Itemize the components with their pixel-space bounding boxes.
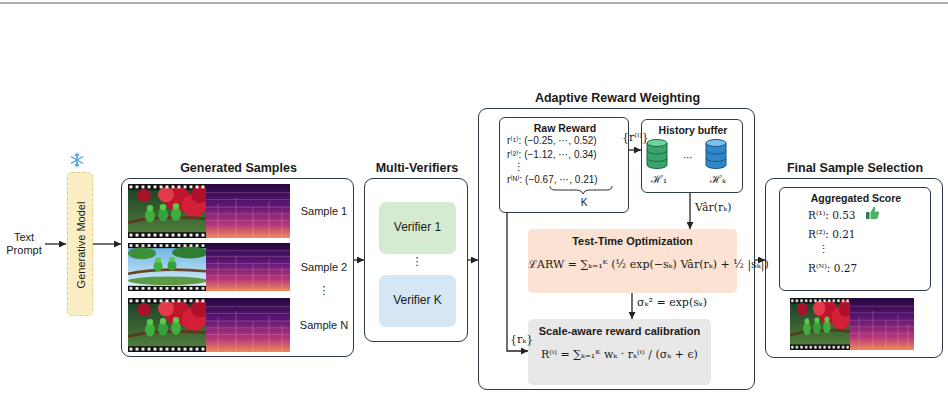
reward-vector: r⁽¹⁾: (−0.25, ⋯, 0.52)	[507, 135, 597, 147]
panel-title: History buffer	[642, 124, 744, 136]
flow-arrow	[354, 259, 364, 260]
audio-spectrogram	[850, 298, 914, 350]
flow-arrow	[755, 259, 765, 260]
prompt-arrow	[45, 243, 66, 244]
flow-arrow	[629, 149, 641, 150]
group-title: Generated Samples	[122, 161, 355, 175]
score-value: R⁽¹⁾: 0.53	[808, 209, 856, 221]
node-title: Verifier 1	[379, 221, 456, 235]
ellipsis: ⋮	[293, 284, 355, 297]
node-title: Verifier K	[379, 294, 456, 308]
model-box: Generative Model	[67, 172, 93, 316]
flow-arrow	[689, 193, 690, 229]
group-title: Multi-Verifiers	[365, 161, 469, 175]
flow-arrow	[631, 293, 632, 319]
calibration-box: Scale-aware reward calibrationR⁽ⁱ⁾ = ∑ₖ₌…	[528, 319, 711, 385]
database-icon	[706, 140, 726, 169]
score-value: R⁽²⁾: 0.21	[808, 228, 856, 240]
input-label: Text Prompt	[2, 231, 46, 256]
group-frame: Adaptive Reward WeightingRaw Rewardr⁽¹⁾:…	[478, 108, 755, 390]
reward-vector: r⁽²⁾: (−1.12, ⋯, 0.34)	[507, 149, 597, 161]
node-title: Scale-aware reward calibration	[528, 325, 711, 338]
edge-label: σₖ² = exp(sₖ)	[637, 297, 707, 310]
loss-formula: ℒARW = ∑ₖ₌₁ᴷ (½ exp(−sₖ) Vâr(rₖ) + ½ |sₖ…	[528, 259, 737, 272]
database-icon	[647, 140, 667, 169]
group-frame: Generated SamplesSample 1Sample 2⋮Sample…	[121, 178, 354, 357]
frozen-snowflake	[71, 154, 82, 167]
ellipsis: ⋮	[514, 161, 524, 173]
verifier-box: Verifier K	[379, 275, 456, 327]
flow-arrow	[93, 243, 121, 244]
video-thumbnail	[128, 184, 209, 238]
score-value: R⁽ᴺ⁾: 0.27	[808, 262, 857, 274]
edge-label: Vâr(rₖ)	[695, 202, 732, 215]
ellipsis: ⋮	[818, 243, 829, 255]
group-frame: Multi-Verifiers⋮Verifier 1Verifier K	[364, 178, 468, 342]
group-frame: Final Sample SelectionAggregated ScoreR⁽…	[765, 178, 943, 358]
flow-arrow	[468, 259, 478, 260]
group-title: Adaptive Reward Weighting	[479, 91, 756, 105]
header-rule	[0, 3, 948, 4]
audio-spectrogram	[206, 243, 290, 291]
ellipsis: ⋯	[677, 152, 699, 164]
panel-title: Raw Reward	[500, 122, 630, 134]
ellipsis: ⋮	[365, 255, 469, 268]
score-panel: Aggregated ScoreR⁽¹⁾: 0.53R⁽²⁾: 0.21 ⋮ R⁽ᴺ…	[779, 187, 931, 291]
sample-label: Sample 1	[293, 205, 355, 218]
panel-title: Aggregated Score	[780, 192, 932, 204]
buffer-label: ℋₖ	[707, 174, 729, 187]
buffer-panel: History bufferℋ₁ ⋯ ℋₖ	[641, 119, 743, 193]
verifier-box: Verifier 1	[379, 202, 456, 254]
reward-vector: r⁽ᴺ⁾: (−0.67, ⋯, 0.21)	[507, 174, 598, 186]
dimension-label: K	[578, 197, 590, 209]
node-title: Generative Model	[75, 202, 88, 289]
audio-spectrogram	[206, 298, 290, 352]
node-title: Test-Time Optimization	[528, 235, 737, 248]
reward-panel: Raw Rewardr⁽¹⁾: (−0.25, ⋯, 0.52) r⁽²⁾: (−…	[499, 117, 629, 213]
sample-label: Sample N	[293, 319, 355, 332]
edge-label: {r⁽ⁱ⁾}	[622, 132, 646, 145]
score-formula: R⁽ⁱ⁾ = ∑ₖ₌₁ᴷ wₖ · rₖ⁽ⁱ⁾ / (σₖ + ϵ)	[528, 349, 711, 362]
group-title: Final Sample Selection	[766, 161, 944, 175]
video-thumbnail	[128, 298, 209, 352]
optimization-box: Test-Time OptimizationℒARW = ∑ₖ₌₁ᴷ (½ ex…	[528, 229, 737, 293]
sample-label: Sample 2	[293, 261, 355, 274]
connector-group	[93, 150, 765, 351]
audio-spectrogram	[206, 184, 290, 238]
sample-media	[128, 184, 914, 352]
video-thumbnail	[128, 243, 208, 291]
buffer-label: ℋ₁	[648, 174, 670, 187]
curly-brace	[550, 186, 612, 194]
video-thumbnail	[790, 298, 852, 350]
thumbs-up-icon	[866, 207, 879, 219]
edge-label: {rₖ}	[510, 334, 533, 347]
flow-arrow	[507, 213, 528, 351]
